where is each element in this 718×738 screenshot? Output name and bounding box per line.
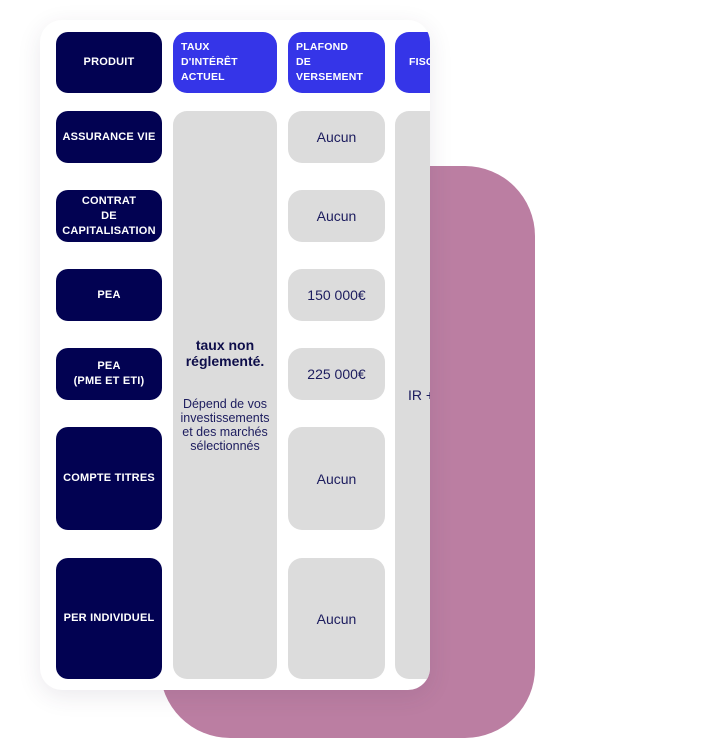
taux-desc-line4: sélectionnés bbox=[190, 439, 260, 453]
fiscalite-cell: IR + bbox=[395, 111, 430, 679]
taux-desc-line2: investissements bbox=[180, 411, 270, 425]
taux-desc-line1: Dépend de vos bbox=[182, 397, 268, 411]
header-taux-line2: ACTUEL bbox=[181, 71, 225, 83]
product-per-individuel-label: PER INDIVIDUEL bbox=[63, 612, 155, 624]
product-assurance-vie-label: ASSURANCE VIE bbox=[62, 130, 156, 143]
taux-bold-line1: taux non bbox=[195, 337, 255, 353]
plafond-contrat-value: Aucun bbox=[316, 208, 357, 224]
header-fiscalite-label: FISC bbox=[409, 56, 430, 68]
product-pea-pme: PEA (PME ET ETI) bbox=[56, 348, 162, 400]
product-pea-pme-line1: PEA bbox=[97, 360, 121, 372]
product-compte-titres-label: COMPTE TITRES bbox=[63, 472, 155, 484]
taux-bold-line2: réglementé. bbox=[185, 353, 265, 369]
header-produit: PRODUIT bbox=[56, 32, 162, 93]
plafond-pea-pme: 225 000€ bbox=[288, 348, 385, 400]
plafond-per-value: Aucun bbox=[316, 610, 357, 627]
header-plafond: PLAFOND DE VERSEMENT bbox=[288, 32, 385, 93]
comparison-table-card: PRODUIT TAUX D'INTÉRÊT ACTUEL PLAFOND DE… bbox=[40, 20, 430, 690]
fiscalite-value: IR + bbox=[408, 387, 430, 403]
header-fiscalite: FISC bbox=[395, 32, 430, 93]
header-produit-label: PRODUIT bbox=[83, 56, 135, 68]
plafond-pea: 150 000€ bbox=[288, 269, 385, 321]
taux-desc-line3: et des marchés bbox=[182, 425, 268, 439]
plafond-pea-pme-value: 225 000€ bbox=[307, 366, 366, 382]
plafond-assurance-vie-value: Aucun bbox=[316, 129, 357, 145]
product-assurance-vie: ASSURANCE VIE bbox=[56, 111, 162, 163]
header-taux-line1: TAUX D'INTÉRÊT bbox=[181, 41, 238, 68]
product-contrat-line2: DE bbox=[101, 209, 117, 222]
product-per-individuel: PER INDIVIDUEL bbox=[56, 558, 162, 679]
header-taux: TAUX D'INTÉRÊT ACTUEL bbox=[173, 32, 277, 93]
taux-cell: taux non réglementé. Dépend de vos inves… bbox=[173, 111, 277, 679]
plafond-assurance-vie: Aucun bbox=[288, 111, 385, 163]
plafond-pea-value: 150 000€ bbox=[307, 287, 366, 303]
plafond-per: Aucun bbox=[288, 558, 385, 679]
taux-bold-text: taux non réglementé. bbox=[186, 337, 265, 369]
product-contrat-capitalisation: CONTRAT DE CAPITALISATION bbox=[56, 190, 162, 242]
product-contrat-line1: CONTRAT bbox=[81, 194, 137, 207]
product-compte-titres: COMPTE TITRES bbox=[56, 427, 162, 530]
taux-description: Dépend de vos investissements et des mar… bbox=[181, 397, 270, 453]
product-pea-label: PEA bbox=[97, 288, 121, 301]
plafond-compte-titres-value: Aucun bbox=[316, 470, 357, 487]
plafond-compte-titres: Aucun bbox=[288, 427, 385, 530]
header-plafond-line2: DE VERSEMENT bbox=[296, 56, 364, 83]
plafond-contrat: Aucun bbox=[288, 190, 385, 242]
header-plafond-line1: PLAFOND bbox=[296, 41, 349, 53]
product-pea-pme-line2: (PME ET ETI) bbox=[73, 375, 145, 387]
product-pea: PEA bbox=[56, 269, 162, 321]
product-contrat-line3: CAPITALISATION bbox=[62, 224, 156, 237]
